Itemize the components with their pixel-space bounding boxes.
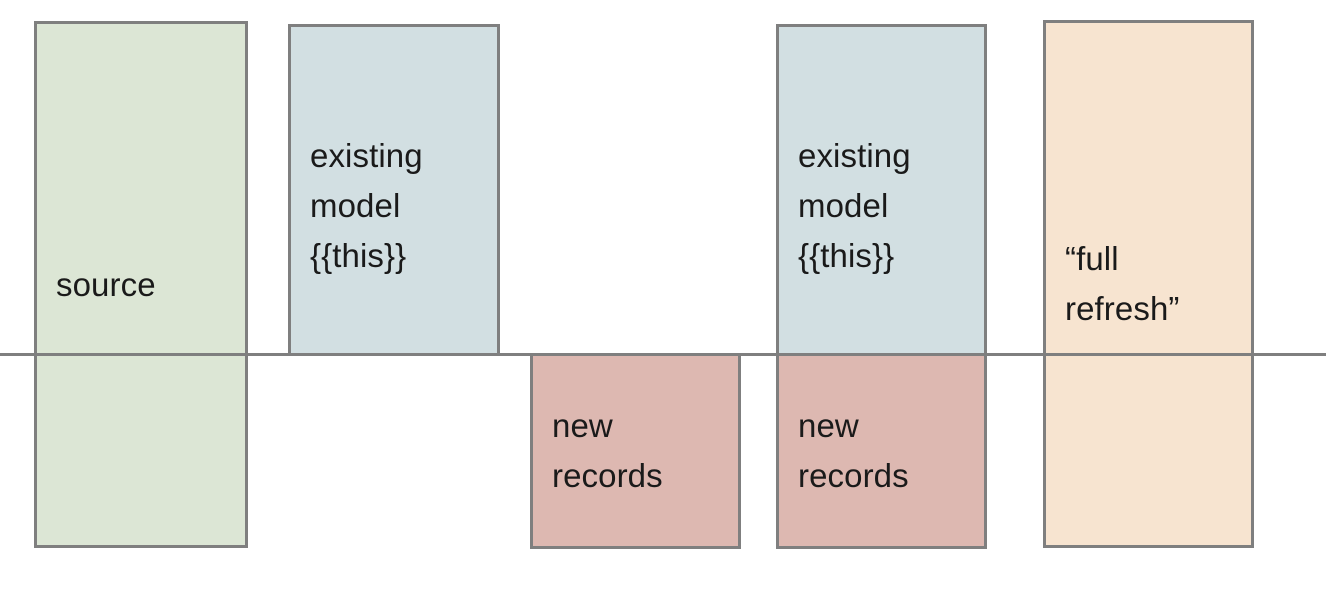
box-existing-model-2: existing model {{this}} xyxy=(776,24,987,356)
box-new-records-1-label: new records xyxy=(552,407,663,494)
box-source: source xyxy=(34,21,248,548)
box-existing-model-1: existing model {{this}} xyxy=(288,24,500,356)
box-full-refresh-label: “full refresh” xyxy=(1065,240,1180,327)
box-new-records-2: new records xyxy=(776,353,987,549)
box-new-records-2-label: new records xyxy=(798,407,909,494)
box-new-records-1: new records xyxy=(530,353,741,549)
box-source-label: source xyxy=(56,265,156,303)
box-full-refresh: “full refresh” xyxy=(1043,20,1254,548)
box-existing-model-2-label: existing model {{this}} xyxy=(798,137,911,274)
horizontal-divider-line xyxy=(0,353,1326,356)
box-existing-model-1-label: existing model {{this}} xyxy=(310,137,423,274)
